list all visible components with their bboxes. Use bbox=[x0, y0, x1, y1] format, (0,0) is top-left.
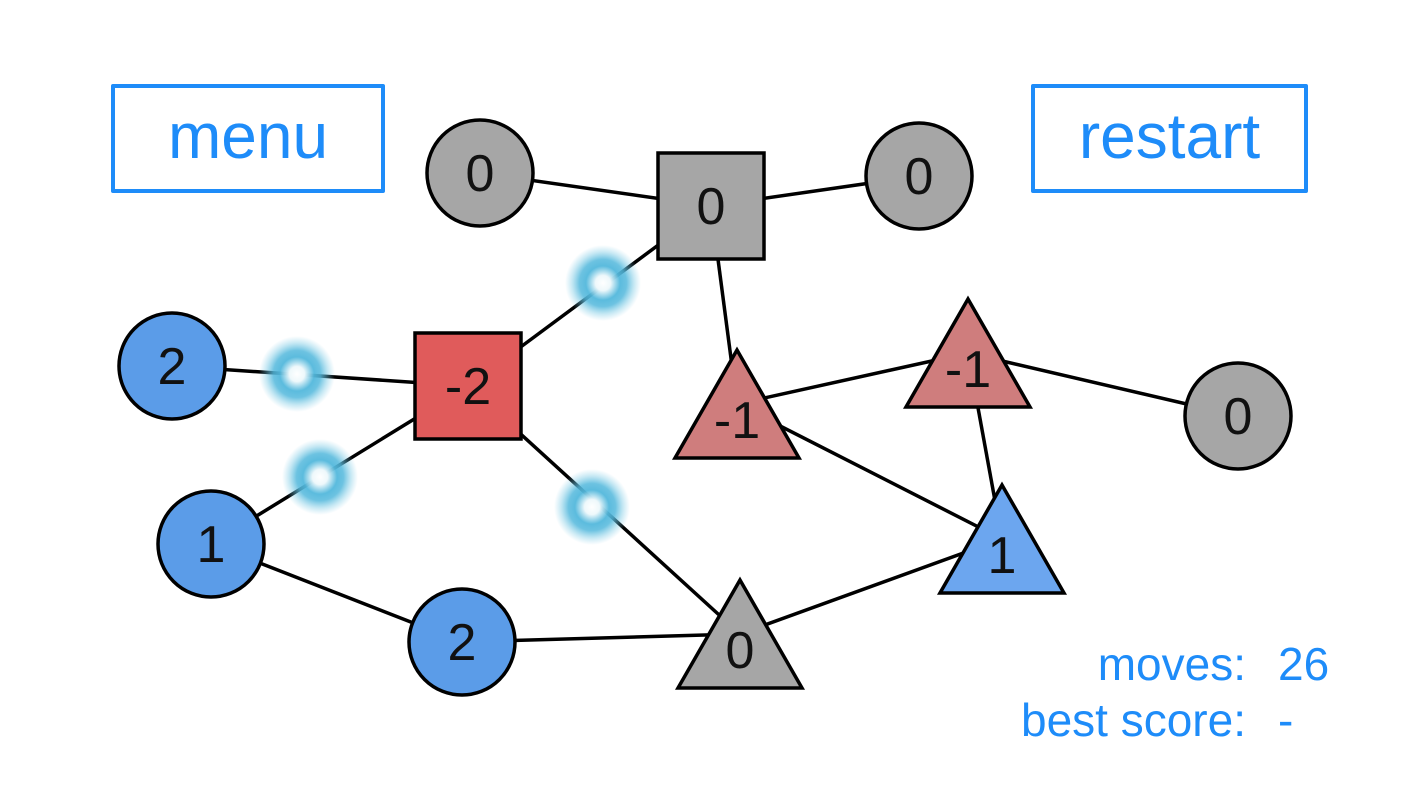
menu-button[interactable]: menu bbox=[111, 84, 385, 193]
node-red-triangle-left[interactable]: -1 bbox=[671, 346, 803, 460]
node-gray-square-top[interactable]: 0 bbox=[656, 151, 766, 261]
gray-circle-right-shape bbox=[1183, 361, 1293, 471]
blue-circle-left-label: 2 bbox=[158, 338, 187, 396]
gray-circle-right-label: 0 bbox=[1224, 388, 1253, 446]
edge-red-triangle-left--red-triangle-right bbox=[736, 351, 969, 406]
gray-circle-top-left-shape bbox=[425, 118, 535, 228]
edge-gray-triangle-bottom--blue-triangle-right bbox=[739, 537, 1003, 636]
moves-value: 26 bbox=[1278, 638, 1330, 690]
gray-circle-top-left-label: 0 bbox=[466, 145, 495, 203]
red-triangle-right-shape bbox=[902, 295, 1034, 409]
restart-button[interactable]: restart bbox=[1031, 84, 1308, 193]
red-triangle-left-shape bbox=[671, 346, 803, 460]
node-red-triangle-right[interactable]: -1 bbox=[902, 295, 1034, 409]
blue-circle-bottom-shape bbox=[407, 587, 517, 697]
node-gray-circle-right[interactable]: 0 bbox=[1183, 361, 1293, 471]
node-blue-circle-left[interactable]: 2 bbox=[117, 311, 227, 421]
edge-glow-dot-4[interactable] bbox=[554, 469, 630, 545]
gray-square-top-shape bbox=[656, 151, 766, 261]
restart-button-label: restart bbox=[1078, 99, 1261, 172]
red-square-center-shape bbox=[413, 331, 523, 441]
node-blue-circle-bottom[interactable]: 2 bbox=[407, 587, 517, 697]
blue-triangle-right-shape bbox=[936, 481, 1068, 595]
best-score-label: best score: bbox=[1021, 694, 1246, 746]
glow-dots-layer bbox=[259, 245, 641, 545]
blue-circle-mid-left-shape bbox=[156, 489, 266, 599]
gray-triangle-bottom-shape bbox=[674, 576, 806, 690]
node-gray-circle-top-left[interactable]: 0 bbox=[425, 118, 535, 228]
edge-glow-dot-3[interactable] bbox=[282, 439, 358, 515]
gray-triangle-bottom-label: 0 bbox=[726, 622, 755, 680]
nodes-layer: 0 0 0 2 -2 -1 -1 0 1 1 2 0 bbox=[117, 118, 1293, 697]
blue-circle-bottom-label: 2 bbox=[448, 614, 477, 672]
gray-circle-top-right-shape bbox=[864, 121, 974, 231]
gray-circle-top-right-label: 0 bbox=[905, 148, 934, 206]
edge-glow-dot-2[interactable] bbox=[259, 336, 335, 412]
menu-button-label: menu bbox=[167, 99, 329, 172]
blue-circle-mid-left-label: 1 bbox=[197, 516, 226, 574]
node-red-square-center[interactable]: -2 bbox=[413, 331, 523, 441]
gray-square-top-label: 0 bbox=[697, 178, 726, 236]
best-score-value: - bbox=[1278, 694, 1294, 746]
red-triangle-left-label: -1 bbox=[714, 392, 760, 450]
edge-glow-dot-1[interactable] bbox=[565, 245, 641, 321]
blue-circle-left-shape bbox=[117, 311, 227, 421]
blue-triangle-right-label: 1 bbox=[988, 527, 1017, 585]
node-gray-circle-top-right[interactable]: 0 bbox=[864, 121, 974, 231]
moves-label: moves: bbox=[1097, 638, 1246, 690]
score-panel: moves: 26 best score: - bbox=[1021, 636, 1334, 748]
red-square-center-label: -2 bbox=[445, 358, 491, 416]
red-triangle-right-label: -1 bbox=[945, 341, 991, 399]
node-gray-triangle-bottom[interactable]: 0 bbox=[674, 576, 806, 690]
node-blue-circle-mid-left[interactable]: 1 bbox=[156, 489, 266, 599]
node-blue-triangle-right[interactable]: 1 bbox=[936, 481, 1068, 595]
